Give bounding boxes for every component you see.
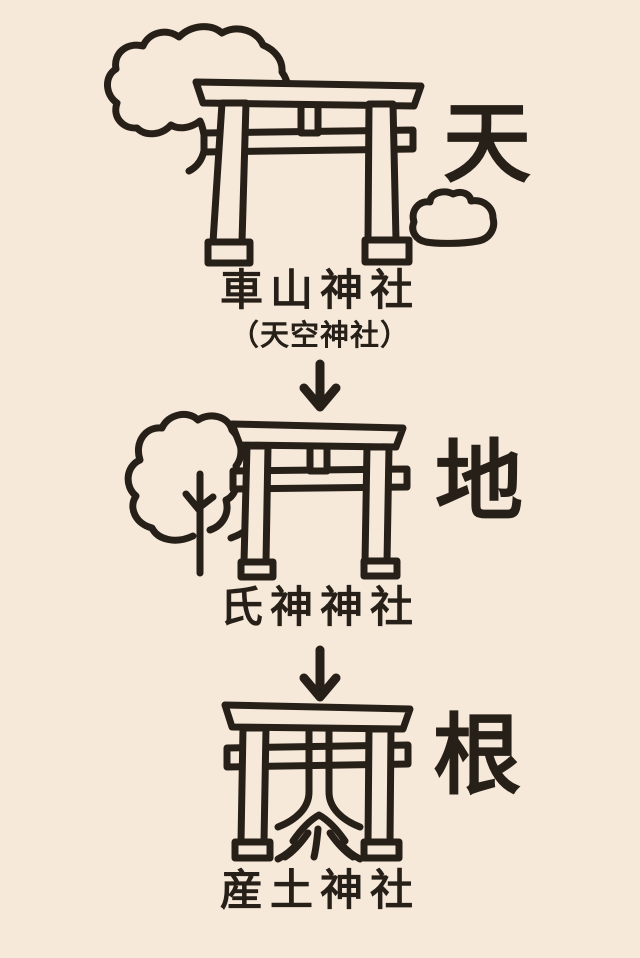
torii-with-tree-icon [124,410,411,581]
tree-branch-right [196,493,217,511]
root-fan-outer-right [337,840,364,863]
torii-left-pillar [237,724,270,846]
shrine-subtitle-tenku: （天空神社） [229,320,410,352]
arrow-head [299,383,341,412]
root-strut-left [274,725,313,831]
torii-left-pillar [240,442,272,566]
torii-kasagi-lintel [221,701,414,733]
torii-right-pillar [364,725,395,846]
down-arrow-icon [299,359,341,412]
torii-with-roots-icon [221,701,414,863]
torii-left-pillar [209,99,250,246]
kanji-heaven: 天 [443,94,532,193]
torii-nuki-beam [223,741,412,771]
kanji-root: 根 [433,706,522,805]
torii-right-pillar [364,100,400,244]
torii-left-base [204,238,254,267]
root-fan-outer-left [274,840,301,863]
down-arrow-icon [299,645,341,702]
arrow-head [299,673,341,702]
big-cloud-icon [104,23,292,175]
torii-left-base [231,838,274,862]
torii-right-base [360,838,403,862]
small-cloud-outline [409,188,498,247]
torii-kasagi-lintel [192,78,425,110]
torii-right-base [361,236,413,266]
shrine-name-ujigami: 氏神神社 [220,584,420,632]
torii-left-base [237,558,277,581]
root-peak [289,811,349,845]
root-fan-center [310,825,322,861]
small-cloud-icon [409,188,498,247]
root-strut-right [325,725,364,831]
shrine-name-ubusuna: 産土神社 [220,867,420,915]
torii-right-pillar [361,443,393,566]
torii-right-base [360,557,401,580]
torii-center-strut [297,100,322,137]
torii-with-clouds-icon [104,23,425,267]
kanji-earth: 地 [435,432,524,531]
shrine-name-kurumayama: 車山神社 [220,267,420,315]
tree-canopy [124,410,245,544]
torii-nuki-beam [200,126,417,156]
torii-kasagi-lintel [228,420,407,451]
